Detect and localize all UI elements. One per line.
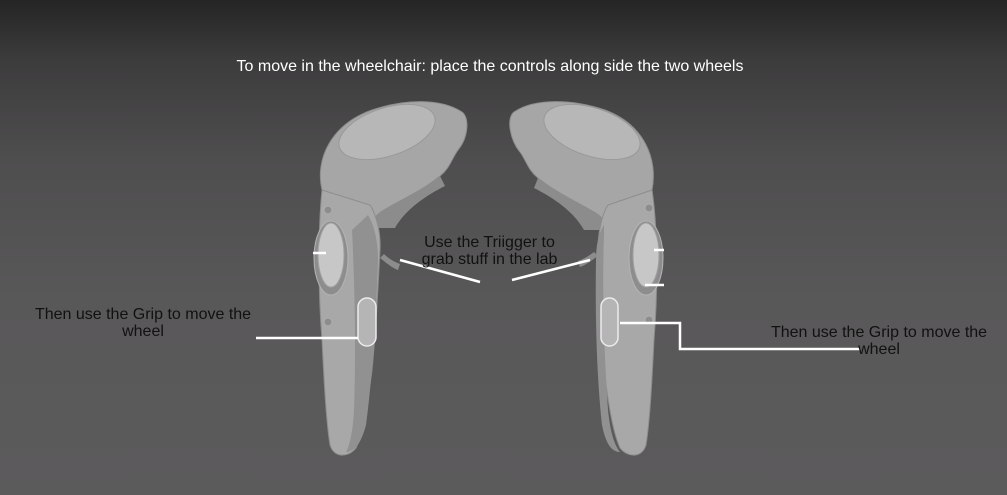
grip-instruction-left: Then use the Grip to move the wheel xyxy=(34,306,252,340)
pointer-lines xyxy=(256,248,860,351)
trigger-pointer-left xyxy=(399,258,481,284)
trigger-instruction: Use the Triigger to grab stuff in the la… xyxy=(421,234,558,268)
instruction-title: To move in the wheelchair: place the con… xyxy=(236,58,744,75)
grip-instruction-right: Then use the Grip to move the wheel xyxy=(770,324,988,358)
right-grip-pointer xyxy=(620,321,860,351)
left-controller-icon xyxy=(313,101,468,456)
trigger-pointer-right xyxy=(511,258,591,282)
